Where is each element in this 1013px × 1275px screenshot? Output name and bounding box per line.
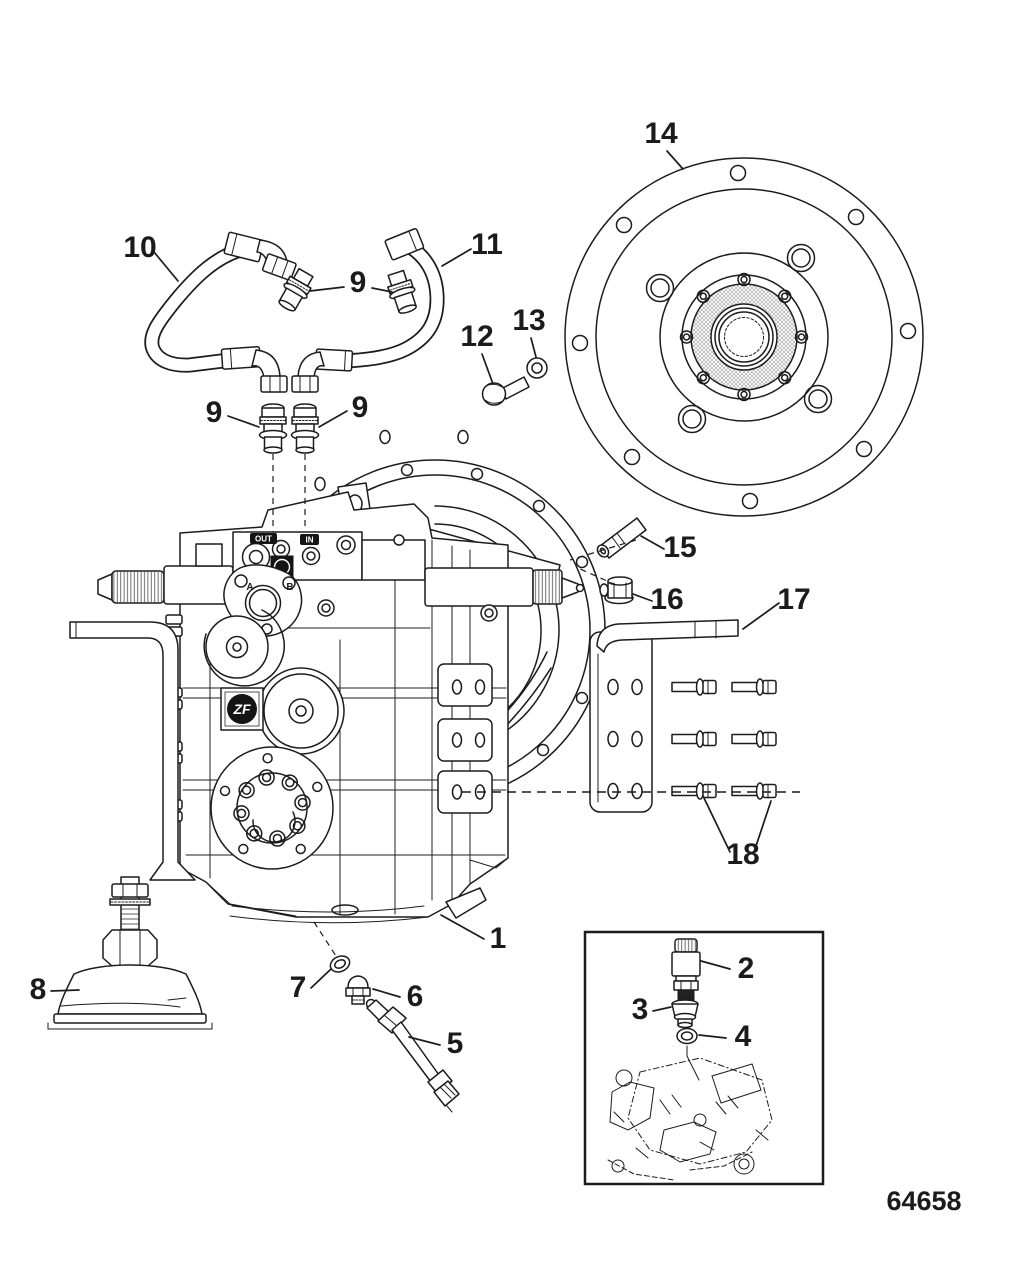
zf-logo-badge: ZF xyxy=(220,687,264,731)
port-b-label: B xyxy=(286,582,293,593)
callout-3: 3 xyxy=(632,993,649,1026)
port-out-label: OUT xyxy=(255,535,272,544)
callout-9-top: 9 xyxy=(350,266,367,299)
flywheel-part-14 xyxy=(564,157,924,517)
inset-detail-box xyxy=(583,930,825,1186)
leader-lines xyxy=(50,150,780,1046)
pressure-sensor-part-2 xyxy=(671,938,701,1004)
callout-5: 5 xyxy=(447,1027,464,1060)
callout-11: 11 xyxy=(471,228,503,261)
port-a-label: A xyxy=(246,582,253,593)
fitting-part-9-lower-right xyxy=(290,403,320,454)
fitting-part-9-upper-right xyxy=(387,269,417,314)
oring-part-7 xyxy=(329,955,351,973)
zf-logo-text: ZF xyxy=(232,701,251,717)
engine-mount-part-8 xyxy=(47,876,213,1030)
mount-bracket-part-17 xyxy=(589,619,739,813)
bolt-set-part-18 xyxy=(671,678,777,800)
alignment-dashes-drain xyxy=(313,921,337,957)
fitting-part-9-lower-left xyxy=(258,403,288,454)
callout-17: 17 xyxy=(777,583,810,616)
callout-2: 2 xyxy=(738,952,755,985)
callout-14: 14 xyxy=(644,117,678,150)
callout-4: 4 xyxy=(735,1020,752,1053)
fitting-part-9-upper-left xyxy=(278,267,314,312)
control-valve-assembly: OUT IN A B xyxy=(97,531,585,637)
alignment-dashes-stud xyxy=(569,539,637,586)
left-mount-bracket xyxy=(69,621,196,881)
oil-hose-part-11 xyxy=(291,227,445,393)
bolt-part-12 xyxy=(481,376,530,406)
engine-line-art xyxy=(607,1045,773,1181)
oil-hose-part-10 xyxy=(144,231,297,393)
port-in-label: IN xyxy=(306,536,314,545)
flange-nut-part-16 xyxy=(599,576,634,605)
washer-part-13 xyxy=(526,357,548,379)
callout-labels: 1 2 3 4 5 6 7 8 9 9 9 10 11 12 13 14 15 … xyxy=(30,117,811,1060)
drawing-number: 64658 xyxy=(886,1186,961,1216)
fitting-part-3 xyxy=(671,999,699,1029)
alignment-dashes-fittings xyxy=(272,454,306,532)
callout-7: 7 xyxy=(290,971,307,1004)
callout-9-right: 9 xyxy=(352,391,369,424)
callout-15: 15 xyxy=(663,531,696,564)
callout-10: 10 xyxy=(123,231,156,264)
callout-8: 8 xyxy=(30,973,47,1006)
callout-12: 12 xyxy=(460,320,493,353)
callout-1: 1 xyxy=(490,922,507,955)
callout-6: 6 xyxy=(407,980,424,1013)
callout-16: 16 xyxy=(650,583,683,616)
oring-part-4 xyxy=(676,1027,698,1045)
stud-part-15 xyxy=(596,517,647,559)
callout-13: 13 xyxy=(512,304,545,337)
plug-part-6 xyxy=(345,975,371,1005)
callout-9-left: 9 xyxy=(206,396,223,429)
callout-18: 18 xyxy=(726,838,759,871)
temperature-sensor-part-5 xyxy=(365,998,460,1113)
output-flange xyxy=(210,746,334,870)
